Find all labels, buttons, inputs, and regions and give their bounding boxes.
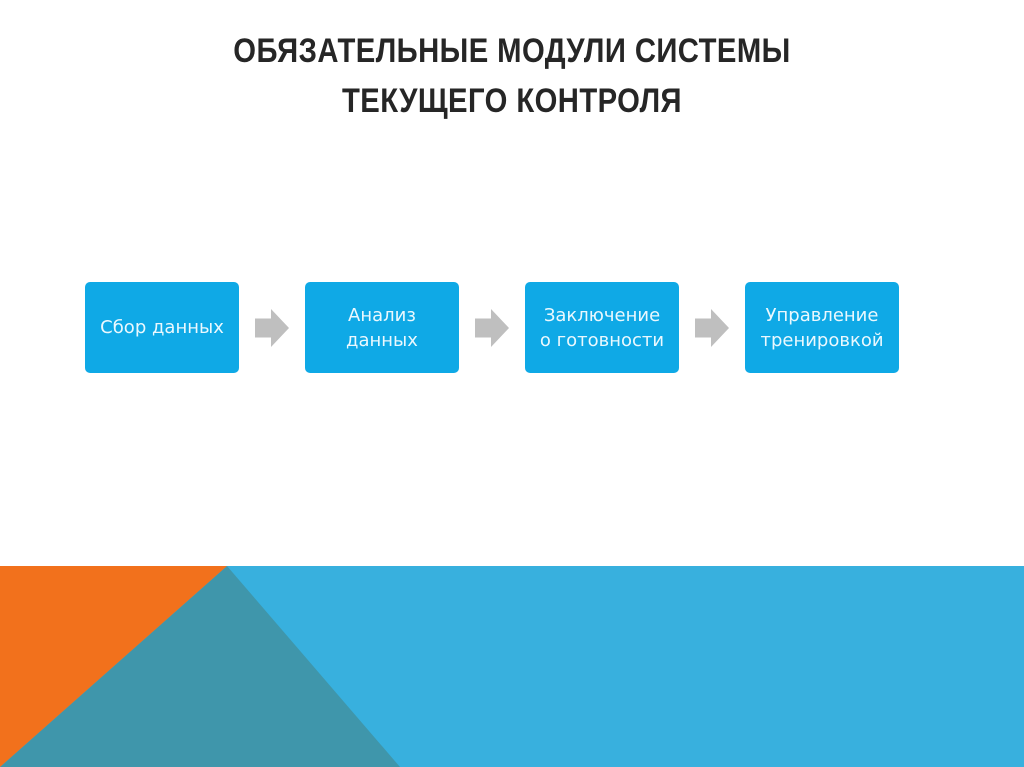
step-box-training-management: Управление тренировкой	[745, 282, 899, 373]
step-label-line-2: тренировкой	[760, 329, 884, 351]
slide-title: ОБЯЗАТЕЛЬНЫЕ МОДУЛИ СИСТЕМЫ ТЕКУЩЕГО КОН…	[72, 26, 953, 126]
step-label-line-1: Управление	[765, 304, 879, 326]
step-box-data-collection: Сбор данных	[85, 282, 239, 373]
arrow-right-icon	[255, 309, 289, 347]
arrow-right-icon	[695, 309, 729, 347]
step-label-line-1: Анализ	[348, 304, 416, 326]
step-box-readiness-conclusion: Заключение о готовности	[525, 282, 679, 373]
title-line-1: ОБЯЗАТЕЛЬНЫЕ МОДУЛИ СИСТЕМЫ	[233, 32, 791, 70]
step-label-line-2: о готовности	[539, 329, 665, 351]
step-label-line-1: Заключение	[543, 304, 661, 326]
step-label-line-2: данных	[346, 329, 418, 351]
step-box-data-analysis: Анализ данных	[305, 282, 459, 373]
step-label: Сбор данных	[100, 317, 224, 338]
title-line-2: ТЕКУЩЕГО КОНТРОЛЯ	[341, 82, 683, 120]
arrow-right-icon	[475, 309, 509, 347]
